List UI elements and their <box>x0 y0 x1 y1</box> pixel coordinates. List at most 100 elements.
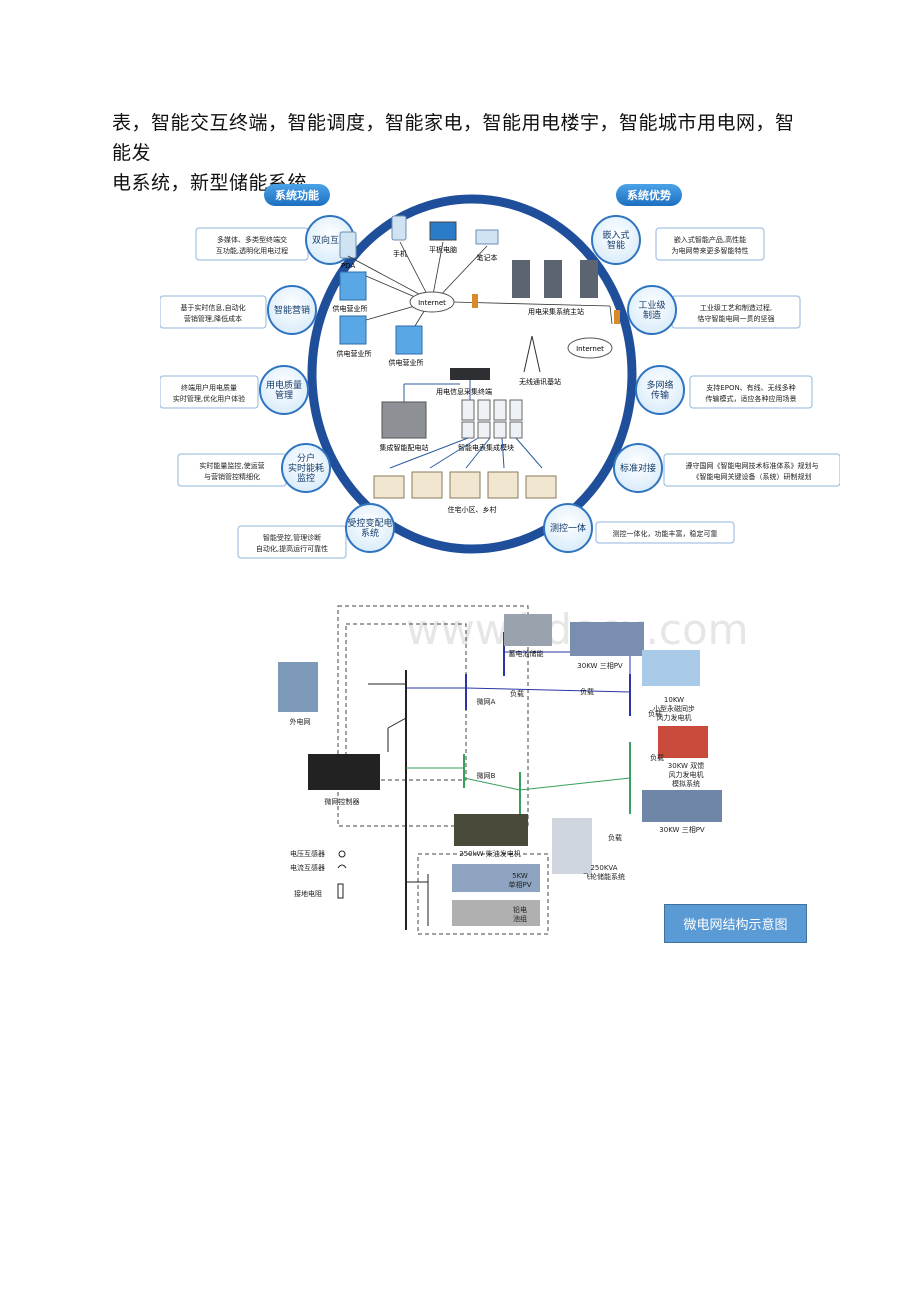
left-feature-box-5 <box>237 525 347 559</box>
load-label-4: 负载 <box>650 753 664 762</box>
right-node-3 <box>635 365 685 415</box>
office-building-icon-1 <box>339 271 367 301</box>
generator-label: 30KW 双馈风力发电机模拟系统 <box>668 761 704 788</box>
pv-photo-3 <box>452 864 540 892</box>
legend-pt-label: 电压互感器 <box>290 849 325 858</box>
left-feature-text-3: 终端用户用电质量实时管理,优化用户体验 <box>173 383 245 403</box>
tab-system-advantages: 系统优势 <box>616 184 682 206</box>
meter-module-icons <box>461 399 523 439</box>
controller-photo <box>308 754 380 790</box>
legend-r-label: 接地电阻 <box>294 889 322 898</box>
voltage-transformer-icon <box>338 850 346 858</box>
firewall-icon-2 <box>614 310 620 324</box>
firewall-icon <box>472 294 478 308</box>
storage-photo <box>504 614 552 646</box>
system-ring <box>307 194 637 554</box>
office-label-3: 供电营业所 <box>389 358 424 367</box>
left-node-label-2: 智能营销 <box>274 304 310 316</box>
terminal-label: 用电信息采集终端 <box>436 387 492 396</box>
svg-text:系统功能: 系统功能 <box>275 188 319 202</box>
left-feature-box-4 <box>177 453 287 487</box>
storage-label: 蓄电池储能 <box>509 649 544 658</box>
master-station-label: 用电采集系统主站 <box>528 307 584 316</box>
generator-photo <box>658 726 708 758</box>
tablet-label: 平板电脑 <box>429 245 457 254</box>
load-label-5: 负载 <box>608 833 622 842</box>
smart-grid-system-diagram: 系统功能 系统优势 多媒体、多类型终端交互功能,透明化用电过程 双向互动基于实时信… <box>160 184 840 559</box>
left-node-2 <box>267 285 317 335</box>
right-feature-box-5 <box>595 521 735 544</box>
left-feature-text-4: 实时能量监控,使运营与营销管控精细化 <box>199 461 264 481</box>
left-feature-box-3 <box>160 375 259 409</box>
legend-ct-label: 电流互感器 <box>290 863 325 872</box>
pda-icon <box>339 231 357 259</box>
laptop-icon <box>475 229 499 245</box>
pda-label: PDA <box>341 262 355 270</box>
server-icon-1 <box>512 260 530 298</box>
flywheel-photo <box>552 818 592 874</box>
office-label-2: 供电营业所 <box>337 349 372 358</box>
right-feature-text-4: 遵守国网《智能电网技术标准体系》规划与《智能电网关键设备（系统）研制规划 <box>686 461 819 481</box>
right-feature-box-3 <box>689 375 813 409</box>
office-label-1: 供电营业所 <box>333 304 368 313</box>
pv-photo-2 <box>642 790 722 822</box>
substation-icon <box>381 401 427 439</box>
right-feature-text-2: 工业级工艺和制造过程,恪守智能电网一贯的坚强 <box>698 303 775 323</box>
left-feature-text-1: 多媒体、多类型终端交互功能,透明化用电过程 <box>216 235 288 255</box>
right-node-4 <box>613 443 663 493</box>
tab-system-functions: 系统功能 <box>264 184 330 206</box>
phone-icon <box>391 215 407 241</box>
internet-cloud-1 <box>409 291 455 313</box>
ground-resistor-icon <box>337 883 344 899</box>
left-feature-text-2: 基于实时信息,自动化营销管理,降低成本 <box>180 303 245 323</box>
left-node-4 <box>281 443 331 493</box>
left-node-label-3: 用电质量管理 <box>266 379 302 401</box>
right-node-label-3: 多网络传输 <box>646 379 673 401</box>
right-feature-text-1: 嵌入式智能产品,高性能为电网带来更多智能特性 <box>672 235 749 255</box>
diesel-photo <box>454 814 528 846</box>
microgrid-structure-diagram: www.bdocx.com <box>278 605 749 935</box>
laptop-label: 笔记本 <box>477 253 498 262</box>
left-node-label-4: 分户实时能耗监控 <box>288 452 324 484</box>
microgrid-a-label: 微网A <box>477 697 496 706</box>
figure-caption: 微电网结构示意图 <box>664 904 807 943</box>
right-feature-text-3: 支持EPON、有线、无线多种传输模式，适应各种应用场景 <box>706 383 797 403</box>
right-node-2 <box>627 285 677 335</box>
right-node-5 <box>543 503 593 553</box>
load-label-3: 负载 <box>648 709 662 718</box>
grid-label: 外电网 <box>290 717 311 726</box>
right-feature-box-4 <box>663 453 840 487</box>
battery-label: 铅电池组 <box>513 905 527 923</box>
left-feature-box-2 <box>160 295 267 329</box>
wind-turbine-photo <box>642 650 700 686</box>
svg-text:系统优势: 系统优势 <box>627 188 671 202</box>
tower-label: 无线通讯基站 <box>519 377 561 386</box>
right-node-label-4: 标准对接 <box>620 462 656 474</box>
left-node-5 <box>345 503 395 553</box>
substation-label: 集成智能配电站 <box>380 443 429 452</box>
left-feature-box-1 <box>195 227 309 261</box>
inner-network: PDA 手机 平板电脑 笔记本 Internet 供电营业所 供电营业所 供电营… <box>333 215 620 514</box>
left-node-label-1: 双向互动 <box>312 234 348 246</box>
load-label-2: 负载 <box>580 687 594 696</box>
right-feature-box-2 <box>671 295 801 329</box>
pv2-label: 30KW 三相PV <box>659 825 705 834</box>
left-node-3 <box>259 365 309 415</box>
pv1-label: 30KW 三相PV <box>577 661 623 670</box>
phone-label: 手机 <box>393 249 407 258</box>
right-node-label-2: 工业级制造 <box>638 299 665 321</box>
left-node-label-5: 受控变配电系统 <box>347 517 392 539</box>
collection-terminal-icon <box>450 368 490 380</box>
right-feature-text-5: 测控一体化，功能丰富，稳定可靠 <box>613 529 718 538</box>
office-building-icon-3 <box>395 325 423 355</box>
internet-label-2: Internet <box>576 345 604 353</box>
left-feature-text-5: 智能受控,管理诊断自动化,提高运行可靠性 <box>256 533 328 553</box>
controller-label: 微网控制器 <box>325 797 360 806</box>
pv-photo-1 <box>570 622 644 656</box>
grid-photo <box>278 662 318 712</box>
server-icon-2 <box>544 260 562 298</box>
right-node-label-1: 嵌入式智能 <box>602 229 629 251</box>
office-building-icon-2 <box>339 315 367 345</box>
body-paragraph: 表，智能交互终端，智能调度，智能家电，智能用电楼宇，智能城市用电网，智能发 电系… <box>112 108 812 198</box>
